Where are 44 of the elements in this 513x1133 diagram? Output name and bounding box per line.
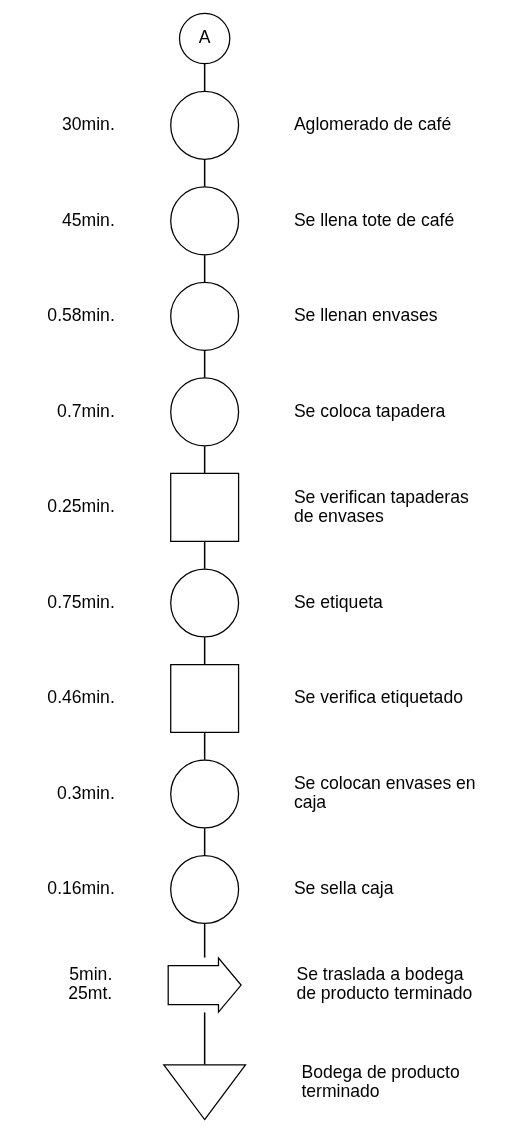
node-arrow xyxy=(167,956,242,1014)
node-circle xyxy=(170,186,240,256)
connector xyxy=(203,254,206,283)
node-label: 0.16min. xyxy=(47,878,115,899)
connector xyxy=(203,732,206,761)
connector xyxy=(203,158,206,188)
node-label: Se traslada a bodega de producto terminado xyxy=(296,964,473,1004)
node-box xyxy=(170,472,240,542)
node-label: Aglomerado de café xyxy=(293,113,452,134)
node-label: Se verifica etiquetado xyxy=(293,687,463,708)
node-label: Se llenan envases xyxy=(293,305,438,326)
node-label: 5min. 25mt. xyxy=(68,964,113,1004)
node-circle: A xyxy=(178,12,231,65)
connector xyxy=(203,1011,206,1066)
node-label: Se llena tote de café xyxy=(293,209,455,230)
connector xyxy=(203,445,206,474)
node-circle xyxy=(170,281,240,351)
node-circle xyxy=(170,854,240,925)
node-circle xyxy=(170,759,240,829)
node-label: Se sella caja xyxy=(293,878,394,899)
connector xyxy=(203,636,206,666)
node-triangle xyxy=(162,1064,247,1121)
node-label: 45min. xyxy=(62,209,115,230)
node-label: 0.25min. xyxy=(47,496,115,517)
node-label: 0.3min. xyxy=(57,782,115,803)
node-label: Bodega de producto terminado xyxy=(301,1062,460,1102)
node-label: 30min. xyxy=(62,113,115,134)
node-circle xyxy=(170,377,240,447)
node-circle xyxy=(170,568,240,638)
connector xyxy=(203,923,206,959)
node-label: Se coloca tapadera xyxy=(293,400,446,421)
node-label: Se etiqueta xyxy=(293,591,383,612)
node-label: 0.46min. xyxy=(47,687,115,708)
connector xyxy=(203,63,206,93)
node-label: 0.75min. xyxy=(47,591,115,612)
connector xyxy=(203,349,206,379)
node-label: 0.7min. xyxy=(57,400,115,421)
node-circle xyxy=(170,90,240,160)
node-label: 0.58min. xyxy=(47,305,115,326)
connector xyxy=(203,541,206,570)
connector xyxy=(203,827,206,857)
node-label: Se verifican tapaderas de envases xyxy=(293,486,469,526)
node-box xyxy=(170,663,240,734)
node-label: Se colocan envases en caja xyxy=(293,773,476,813)
